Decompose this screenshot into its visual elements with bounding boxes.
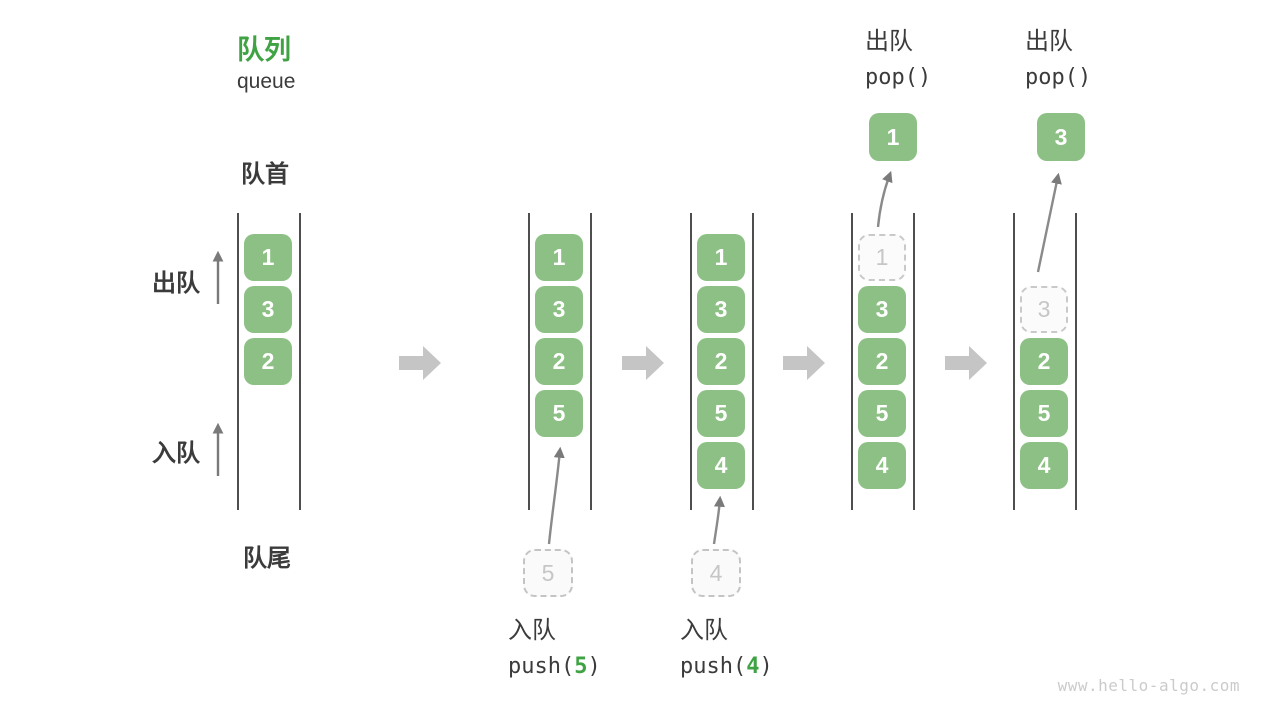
push-caption-zh: 入队 — [508, 617, 556, 644]
push-4-arrow — [712, 495, 725, 545]
incoming-element-box: 4 — [691, 549, 741, 597]
queue-cell-filled: 1 — [535, 234, 583, 281]
push-caption-code: push(4) — [680, 652, 773, 682]
queue-rear-label: 队尾 — [243, 545, 291, 572]
queue-wall-right — [590, 213, 592, 510]
popped-element-box: 3 — [1037, 113, 1085, 161]
queue-cell-filled: 2 — [858, 338, 906, 385]
queue-cell-filled: 2 — [697, 338, 745, 385]
push-caption-code-pre: push( — [680, 654, 747, 679]
queue-cell-filled: 3 — [697, 286, 745, 333]
pop-caption-code: pop() — [865, 63, 931, 93]
queue-cell-ghost: 1 — [858, 234, 906, 281]
step-arrow-4 — [945, 346, 987, 380]
queue-cell-ghost: 3 — [1020, 286, 1068, 333]
queue-cell-filled: 5 — [858, 390, 906, 437]
push-caption: 入队 push(4) — [680, 617, 773, 682]
queue-wall-right — [1075, 213, 1077, 510]
queue-cell-filled: 3 — [858, 286, 906, 333]
diagram-title-en: queue — [237, 70, 296, 93]
queue-wall-left — [851, 213, 853, 510]
pop-caption-zh: 出队 — [865, 28, 913, 55]
queue-cell-filled: 5 — [697, 390, 745, 437]
enqueue-side-label: 入队 — [152, 440, 200, 467]
push-5-arrow — [547, 446, 565, 545]
step-arrow-3 — [783, 346, 825, 380]
queue-cell-filled: 3 — [244, 286, 292, 333]
pop-3-arrow — [1036, 172, 1062, 273]
step-arrow-1 — [399, 346, 441, 380]
dequeue-side-label: 出队 — [152, 270, 200, 297]
queue-wall-left — [690, 213, 692, 510]
queue-cell-filled: 2 — [1020, 338, 1068, 385]
pop-caption: 出队 pop() — [865, 28, 931, 93]
queue-cell-filled: 4 — [858, 442, 906, 489]
queue-cell-filled: 2 — [244, 338, 292, 385]
pop-caption-code-pre: pop() — [865, 65, 932, 90]
pop-caption-code-pre: pop() — [1025, 65, 1092, 90]
diagram-title-zh: 队列 — [237, 35, 291, 65]
push-caption: 入队 push(5) — [508, 617, 601, 682]
queue-cell-filled: 1 — [244, 234, 292, 281]
queue-cell-filled: 2 — [535, 338, 583, 385]
queue-wall-right — [299, 213, 301, 510]
queue-wall-left — [528, 213, 530, 510]
queue-front-label: 队首 — [241, 161, 289, 188]
push-caption-zh: 入队 — [680, 617, 728, 644]
queue-wall-left — [237, 213, 239, 510]
popped-element-box: 1 — [869, 113, 917, 161]
queue-cell-filled: 5 — [535, 390, 583, 437]
queue-cell-filled: 5 — [1020, 390, 1068, 437]
push-caption-code: push(5) — [508, 652, 601, 682]
pop-caption-zh: 出队 — [1025, 28, 1073, 55]
watermark: www.hello-algo.com — [1057, 676, 1240, 695]
pop-caption-code: pop() — [1025, 63, 1091, 93]
pop-caption: 出队 pop() — [1025, 28, 1091, 93]
push-caption-code-arg: 4 — [746, 654, 760, 679]
queue-wall-right — [913, 213, 915, 510]
step-arrow-2 — [622, 346, 664, 380]
queue-cell-filled: 1 — [697, 234, 745, 281]
queue-wall-right — [752, 213, 754, 510]
push-caption-code-post: ) — [759, 654, 773, 679]
push-caption-code-post: ) — [587, 654, 601, 679]
push-caption-code-arg: 5 — [574, 654, 588, 679]
pop-1-arrow — [876, 170, 893, 228]
queue-cell-filled: 4 — [697, 442, 745, 489]
queue-cell-filled: 4 — [1020, 442, 1068, 489]
queue-cell-filled: 3 — [535, 286, 583, 333]
queue-wall-left — [1013, 213, 1015, 510]
incoming-element-box: 5 — [523, 549, 573, 597]
push-caption-code-pre: push( — [508, 654, 575, 679]
